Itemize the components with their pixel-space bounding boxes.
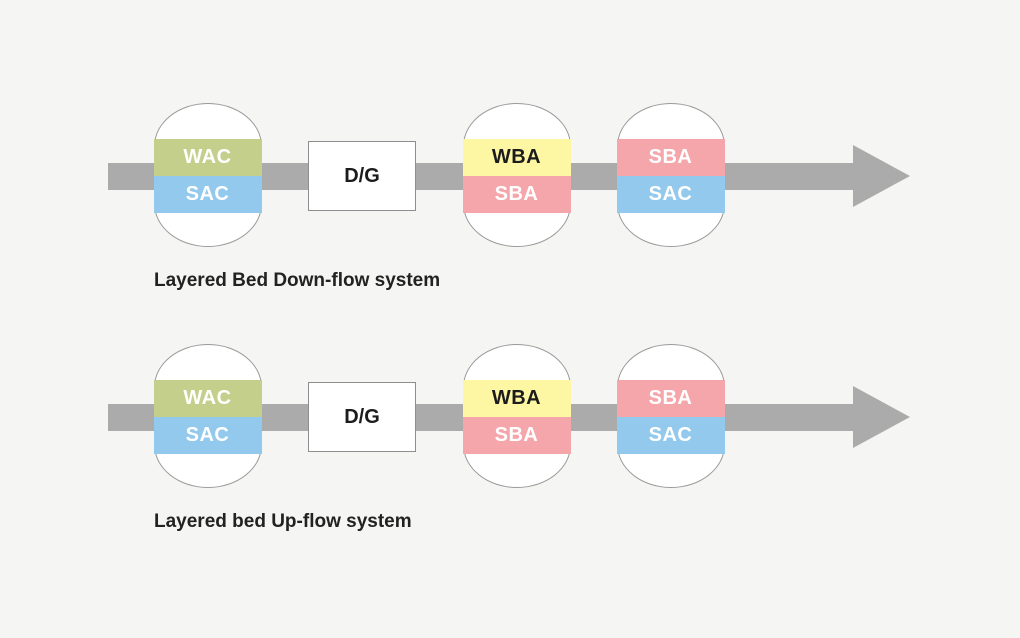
resin-layer-wac: WAC xyxy=(153,379,262,417)
resin-layer-sac: SAC xyxy=(616,175,725,213)
flow-arrow-head-icon xyxy=(853,386,910,448)
vessel-wac-sac: WAC SAC xyxy=(153,344,262,488)
flow-arrow-head-icon xyxy=(853,145,910,207)
resin-layer-sba: SBA xyxy=(462,416,571,454)
resin-layer-sba: SBA xyxy=(616,138,725,176)
diagram-caption: Layered Bed Down-flow system xyxy=(154,270,441,291)
vessel-sba-sac: SBA SAC xyxy=(616,344,725,488)
vessel-sba-sac: SBA SAC xyxy=(616,103,725,247)
flow-diagram-downflow: WAC SAC D/G WBA SBA SBA SAC Layered Bed … xyxy=(0,0,1020,291)
vessel-wba-sba: WBA SBA xyxy=(462,103,571,247)
resin-layer-sac: SAC xyxy=(616,416,725,454)
resin-layer-sba: SBA xyxy=(462,175,571,213)
flow-diagram-upflow: WAC SAC D/G WBA SBA SBA SAC Layered bed … xyxy=(0,241,1020,532)
resin-layer-wac: WAC xyxy=(153,138,262,176)
resin-layer-wba: WBA xyxy=(462,379,571,417)
diagram-caption: Layered bed Up-flow system xyxy=(154,511,412,532)
degasifier-box: D/G xyxy=(308,382,416,452)
degasifier-box: D/G xyxy=(308,141,416,211)
vessel-wba-sba: WBA SBA xyxy=(462,344,571,488)
resin-layer-sac: SAC xyxy=(153,175,262,213)
vessel-wac-sac: WAC SAC xyxy=(153,103,262,247)
resin-layer-sac: SAC xyxy=(153,416,262,454)
resin-layer-wba: WBA xyxy=(462,138,571,176)
resin-layer-sba: SBA xyxy=(616,379,725,417)
